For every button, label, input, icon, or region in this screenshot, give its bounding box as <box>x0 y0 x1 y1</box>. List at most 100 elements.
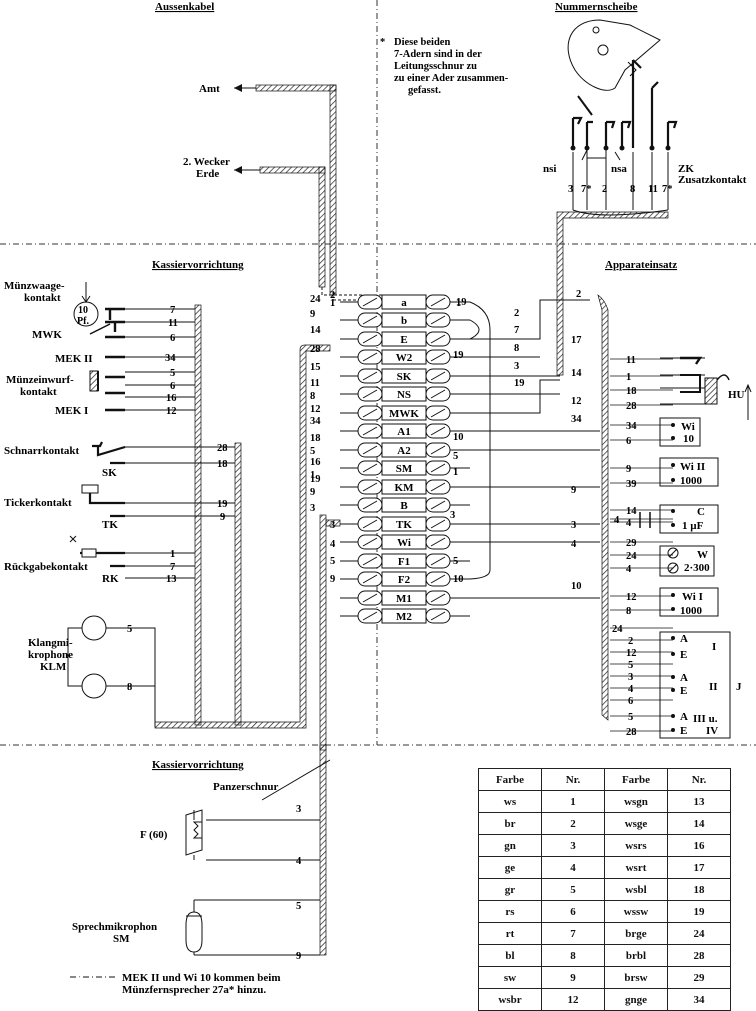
wire-num: 1 <box>170 549 175 560</box>
app-wire-num: 18 <box>626 386 637 397</box>
label-mwk: MWK <box>32 329 62 341</box>
apparateinsatz-components <box>639 356 752 739</box>
terminal-F2: F2 <box>340 571 470 587</box>
app-wire-num: 29 <box>626 538 637 549</box>
dial-term-num: 2 <box>602 184 607 195</box>
terminal-label: MWK <box>389 408 419 420</box>
label-wi1: Wi I <box>682 591 703 603</box>
terminal-label: E <box>400 334 407 346</box>
terminal-left-num: 19 <box>310 474 321 485</box>
label-wi10-value: 10 <box>683 433 695 445</box>
terminal-left-num: 2 <box>330 290 335 301</box>
table-cell: 18 <box>667 878 731 901</box>
table-cell: 8 <box>541 944 605 967</box>
app-wire-num: 12 <box>626 592 637 603</box>
table-cell: 29 <box>667 966 731 989</box>
terminal-right-num: 12 <box>571 396 582 407</box>
app-wire-num: 24 <box>626 551 637 562</box>
cable-harness <box>154 294 609 956</box>
terminal-left-num: 3 <box>310 503 315 514</box>
app-wire-num: 8 <box>626 606 631 617</box>
terminal-A1: A1 <box>340 423 470 439</box>
terminal-MWK: MWK <box>340 405 470 421</box>
dial-term-numbers: 3 7* 2 8 11 7* <box>568 184 673 195</box>
label-rueckgabekontakt: Rückgabekontakt <box>4 561 88 573</box>
terminal-left-num: 9 <box>310 309 315 320</box>
app-wire-num: 5 <box>628 660 633 671</box>
table-cell: br <box>478 812 542 835</box>
app-wire-num: 4 <box>628 684 634 695</box>
label-rk: RK <box>102 573 119 585</box>
terminal-label: M2 <box>396 611 412 623</box>
terminal-left-num: 8 <box>310 391 315 402</box>
wire-num: 19 <box>217 499 228 510</box>
coin-unit: Pf. <box>77 316 89 327</box>
footnote: * Diese beiden 7-Adern sind in der Leitu… <box>380 37 509 96</box>
app-wire-num: 9 <box>626 464 631 475</box>
label-erde: Erde <box>196 168 219 180</box>
table-cell: 17 <box>667 856 731 879</box>
table-cell: 9 <box>541 966 605 989</box>
wire-num: 18 <box>217 459 228 470</box>
heading-kassiervorrichtung-top: Kassiervorrichtung <box>152 259 244 271</box>
heading-aussenkabel: Aussenkabel <box>155 1 214 13</box>
terminal-left-num: 5 <box>330 556 335 567</box>
terminal-SK: SK <box>340 368 470 384</box>
app-wire-num: 28 <box>626 727 637 738</box>
label-i: I <box>712 641 716 653</box>
bus-num: 10 <box>571 581 582 592</box>
footer-note-line2: Münzfernsprecher 27a* hinzu. <box>122 984 266 996</box>
terminal-right-num: 4 <box>571 539 577 550</box>
app-wire-num: 1 <box>626 372 631 383</box>
table-cell: brbl <box>604 944 668 967</box>
terminal-right-num: 2 <box>514 308 519 319</box>
left-wire-numbers: 7 11 6 34 5 6 16 12 28 18 19 9 1 7 13 5 … <box>127 305 228 693</box>
wire-num: 12 <box>166 406 177 417</box>
aussenkabel-cable <box>234 84 385 301</box>
table-cell: wsge <box>604 812 668 835</box>
wire-num: 9 <box>220 512 225 523</box>
terminal-F1: F1 <box>340 553 470 569</box>
terminal-right-num: 5 <box>453 451 458 462</box>
terminal-left-num: 11 <box>310 378 320 389</box>
bus-num: 17 <box>571 335 582 346</box>
terminal-left-num: 4 <box>330 539 336 550</box>
table-cell: 4 <box>541 856 605 879</box>
table-cell: gn <box>478 834 542 857</box>
terminal-label: M1 <box>396 593 412 605</box>
label-krophone: krophone <box>28 649 73 661</box>
label-panzerschnur: Panzerschnur <box>213 781 279 793</box>
footnote-line: zu einer Ader zusammen- <box>394 73 509 84</box>
app-wire-num: 6 <box>626 436 631 447</box>
table-header-cell: Nr. <box>667 768 731 791</box>
terminal-left-num: 9 <box>310 487 315 498</box>
terminal-label: B <box>400 500 408 512</box>
dial-cable-bundle <box>556 211 669 376</box>
wire-num: 5 <box>296 901 301 912</box>
terminal-right-num: 9 <box>571 485 576 496</box>
label-klm: KLM <box>40 661 67 673</box>
table-cell: gr <box>478 878 542 901</box>
footnote-line: 7-Adern sind in der <box>394 49 482 60</box>
arrow-left-icon <box>234 84 242 92</box>
table-cell: wsgn <box>604 790 668 813</box>
wire-num: 8 <box>127 682 132 693</box>
heading-kassiervorrichtung-bottom: Kassiervorrichtung <box>152 759 244 771</box>
label-zk: ZK <box>678 163 694 175</box>
table-cell: wsbl <box>604 878 668 901</box>
label-e: E <box>680 685 687 697</box>
terminal-A2: A2 <box>340 442 470 458</box>
dial-terminals <box>570 145 671 151</box>
wire-num: 11 <box>168 318 178 329</box>
terminal-M1: M1 <box>340 590 470 606</box>
wire-num: 4 <box>296 856 302 867</box>
label-kontakt: kontakt <box>24 292 61 304</box>
terminal-right-num: 19 <box>453 350 464 361</box>
app-wire-num: 4 <box>614 515 620 526</box>
label-e: E <box>680 725 687 737</box>
wire-num: 13 <box>166 574 177 585</box>
app-wire-num: 5 <box>628 712 633 723</box>
